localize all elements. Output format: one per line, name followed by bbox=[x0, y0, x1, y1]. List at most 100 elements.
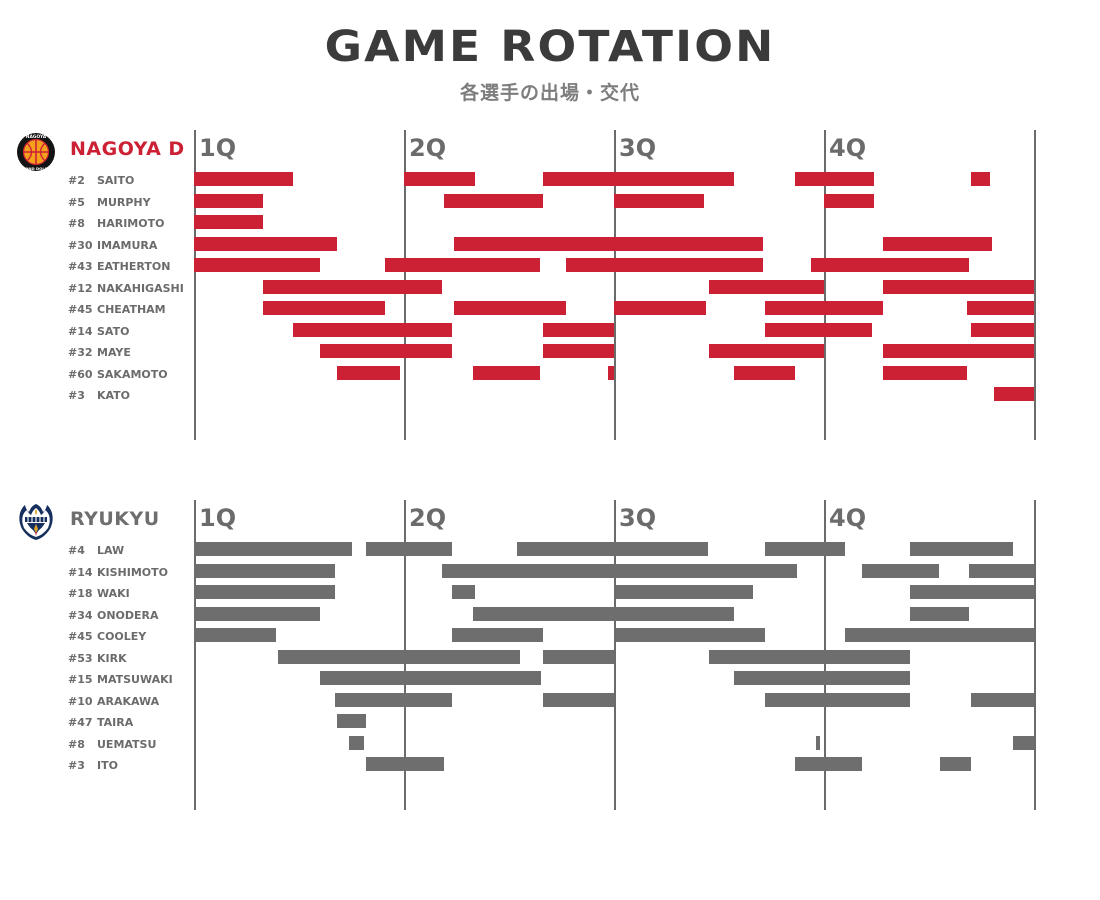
stint-bar[interactable] bbox=[292, 322, 453, 337]
stint-bar[interactable] bbox=[366, 542, 453, 556]
stint-bar[interactable] bbox=[811, 258, 969, 272]
stint-bar[interactable] bbox=[542, 172, 614, 186]
stint-bar[interactable] bbox=[452, 628, 543, 642]
stint-bar[interactable] bbox=[385, 258, 541, 272]
stint-bar[interactable] bbox=[765, 692, 911, 707]
stint-bar[interactable] bbox=[443, 193, 543, 208]
stint-bar[interactable] bbox=[263, 301, 386, 315]
stint-bar[interactable] bbox=[910, 542, 1013, 556]
stint-bar[interactable] bbox=[971, 172, 990, 186]
stint-bar[interactable] bbox=[765, 301, 824, 315]
stint-bar[interactable] bbox=[708, 344, 824, 358]
stint-bar[interactable] bbox=[452, 585, 476, 599]
stint-bar[interactable] bbox=[336, 365, 400, 380]
stint-bar[interactable] bbox=[910, 606, 969, 621]
stint-bar[interactable] bbox=[824, 542, 845, 556]
stint-bar[interactable] bbox=[794, 757, 862, 771]
stint-bar[interactable] bbox=[815, 735, 820, 750]
stint-bar[interactable] bbox=[1013, 735, 1034, 750]
stint-bar[interactable] bbox=[794, 172, 824, 186]
stint-bar[interactable] bbox=[824, 301, 883, 315]
stint-bar[interactable] bbox=[194, 172, 293, 186]
stint-bar[interactable] bbox=[824, 172, 875, 186]
stint-bar[interactable] bbox=[320, 671, 541, 685]
stint-bar[interactable] bbox=[994, 387, 1034, 401]
stint-bar[interactable] bbox=[473, 606, 734, 621]
stint-bar[interactable] bbox=[824, 193, 875, 208]
stint-bar[interactable] bbox=[194, 258, 320, 272]
stint-bar[interactable] bbox=[194, 193, 264, 208]
stint-bar[interactable] bbox=[194, 585, 335, 599]
stint-bar[interactable] bbox=[336, 714, 367, 728]
stint-bar[interactable] bbox=[542, 322, 614, 337]
stint-bar[interactable] bbox=[542, 692, 614, 707]
stint-bar[interactable] bbox=[404, 172, 476, 186]
stint-bar[interactable] bbox=[861, 563, 940, 578]
stint-bar[interactable] bbox=[882, 344, 1034, 358]
stint-bar[interactable] bbox=[733, 365, 795, 380]
stint-bar[interactable] bbox=[708, 279, 824, 294]
stint-bar[interactable] bbox=[278, 649, 520, 664]
stint-bar[interactable] bbox=[454, 236, 764, 251]
stint-bar[interactable] bbox=[614, 301, 707, 315]
stint-bar[interactable] bbox=[194, 563, 335, 578]
stint-bar[interactable] bbox=[320, 344, 453, 358]
stint-bar[interactable] bbox=[882, 365, 967, 380]
stint-bar[interactable] bbox=[616, 585, 753, 599]
stint-bar[interactable] bbox=[845, 628, 1034, 642]
stint-bar[interactable] bbox=[614, 172, 734, 186]
stint-bar[interactable] bbox=[517, 542, 709, 556]
stint-bar[interactable] bbox=[971, 322, 1034, 337]
stint-bar[interactable] bbox=[542, 344, 614, 358]
stint-bar[interactable] bbox=[194, 542, 352, 556]
stint-bar[interactable] bbox=[194, 628, 276, 642]
stint-bar[interactable] bbox=[971, 692, 1034, 707]
stint-bar[interactable] bbox=[473, 365, 541, 380]
stint-bar[interactable] bbox=[614, 258, 764, 272]
stint-bar[interactable] bbox=[565, 258, 614, 272]
stint-bar[interactable] bbox=[616, 628, 766, 642]
stint-bar[interactable] bbox=[765, 542, 824, 556]
stint-bar[interactable] bbox=[542, 649, 614, 664]
stint-bar[interactable] bbox=[194, 236, 337, 251]
stint-bar[interactable] bbox=[614, 193, 705, 208]
stint-bar[interactable] bbox=[349, 735, 365, 750]
stint-bar[interactable] bbox=[968, 563, 1034, 578]
stint-bar[interactable] bbox=[882, 279, 1034, 294]
stint-bar[interactable] bbox=[708, 649, 911, 664]
stint-bar[interactable] bbox=[366, 757, 444, 771]
stint-bar[interactable] bbox=[194, 606, 320, 621]
stint-bar[interactable] bbox=[441, 563, 797, 578]
stint-bar[interactable] bbox=[939, 757, 971, 771]
stint-bar[interactable] bbox=[194, 215, 264, 229]
stint-bar[interactable] bbox=[765, 322, 873, 337]
stint-bar[interactable] bbox=[966, 301, 1034, 315]
stint-bar[interactable] bbox=[263, 279, 442, 294]
stint-bar[interactable] bbox=[607, 365, 614, 380]
stint-bar[interactable] bbox=[910, 585, 1034, 599]
stint-bar[interactable] bbox=[334, 692, 453, 707]
stint-bar[interactable] bbox=[882, 236, 992, 251]
